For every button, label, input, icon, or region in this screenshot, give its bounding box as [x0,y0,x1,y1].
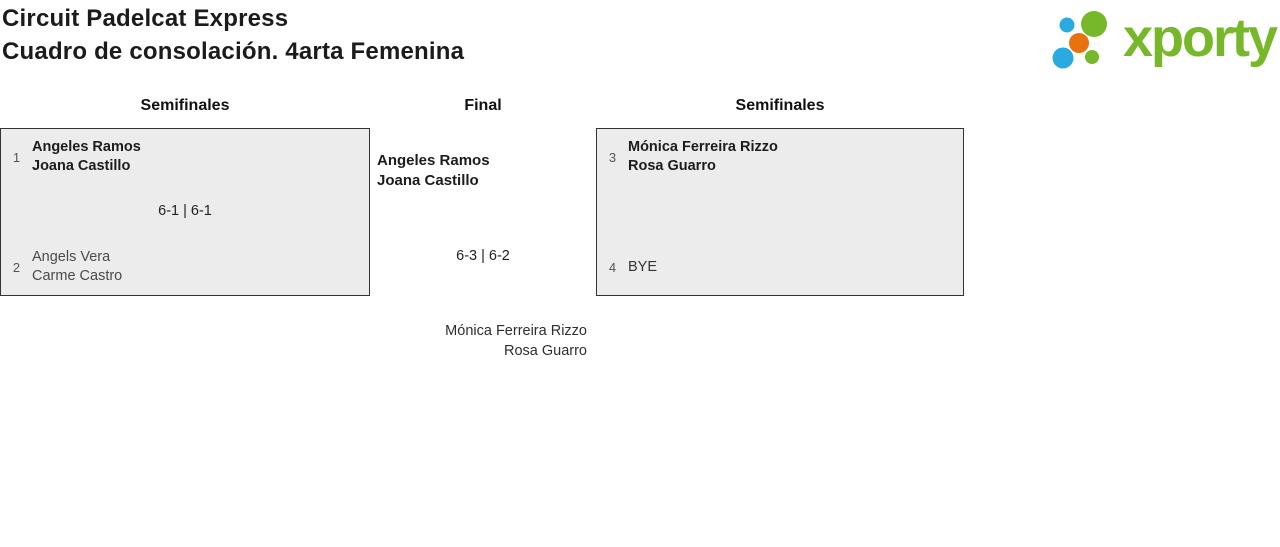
final-team-top: Angeles Ramos Joana Castillo [377,151,490,190]
logo-dot-orange [1068,33,1089,53]
xporty-logo[interactable]: xporty [1045,5,1280,71]
player-name: BYE [628,258,658,275]
logo-dot-green-small [1084,50,1099,64]
final-match-score: 6-3 | 6-2 [456,248,510,264]
logo-dot-green-big [1080,11,1107,37]
round-header-semifinals-right: Semifinales [735,97,825,114]
player-name: Joana Castillo [377,171,479,189]
seed-number: 4 [608,259,617,275]
seed-number: 3 [608,149,617,165]
match-score: 6-1 | 6-1 [158,202,212,219]
team-row-seed4: 4 BYE [605,248,955,286]
team-players: Angeles Ramos Joana Castillo [32,138,141,176]
page-title: Circuit Padelcat Express Cuadro de conso… [2,2,464,68]
tournament-title: Circuit Padelcat Express [2,5,289,32]
team-row-seed1: 1 Angeles Ramos Joana Castillo [9,138,361,176]
xporty-logo-dots-icon [1052,11,1107,69]
bracket-subtitle: Cuadro de consolación. 4arta Femenina [2,38,465,65]
player-name: Rosa Guarro [503,342,587,359]
match-box-semifinal-left: 1 Angeles Ramos Joana Castillo 6-1 | 6-1… [0,128,370,296]
round-header-semifinals-left: Semifinales [140,97,230,114]
player-name: Angeles Ramos [32,139,141,155]
seed-number: 2 [12,259,21,275]
player-name: Joana Castillo [32,158,131,174]
logo-dot-blue-bottom [1052,47,1074,69]
xporty-logo-text: xporty [1122,8,1278,68]
team-players: Mónica Ferreira Rizzo Rosa Guarro [628,138,778,176]
final-team-bottom: Mónica Ferreira Rizzo Rosa Guarro [370,322,587,361]
round-header-final: Final [464,97,502,114]
player-name: Angeles Ramos [377,152,490,169]
player-name: Mónica Ferreira Rizzo [628,139,778,155]
logo-dot-blue-top [1059,17,1075,33]
player-name: Mónica Ferreira Rizzo [445,323,587,339]
team-row-seed2: 2 Angels Vera Carme Castro [9,248,361,286]
player-name: Rosa Guarro [628,158,716,174]
match-score-empty [605,203,955,222]
match-box-semifinal-right: 3 Mónica Ferreira Rizzo Rosa Guarro 4 BY… [596,128,964,296]
seed-number: 1 [12,149,21,165]
player-name: Angels Vera [32,249,111,265]
team-row-seed3: 3 Mónica Ferreira Rizzo Rosa Guarro [605,138,955,176]
player-name: Carme Castro [32,268,123,284]
team-players: BYE [628,258,657,277]
team-players: Angels Vera Carme Castro [32,248,122,286]
